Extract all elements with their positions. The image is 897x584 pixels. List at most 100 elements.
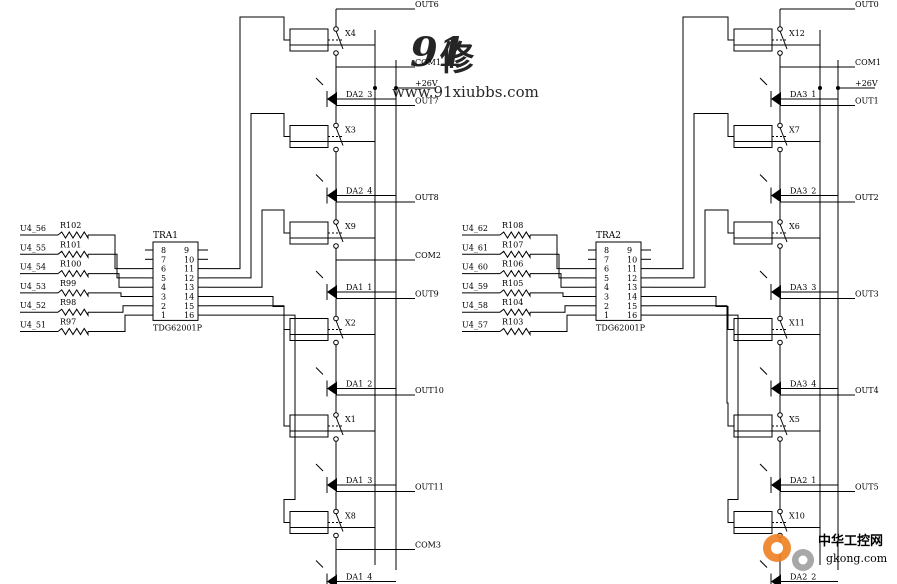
diode-symbol — [327, 285, 337, 299]
chip-pin-left: 2 — [604, 302, 609, 311]
resistor-symbol — [499, 231, 531, 240]
diode-light — [759, 77, 768, 86]
chip-pin-right: 16 — [184, 311, 194, 320]
output-label: OUT1 — [855, 97, 879, 106]
relay-label: X1 — [345, 415, 356, 424]
contact-terminal — [333, 436, 339, 442]
relay-coil — [733, 414, 773, 438]
coil-drive-route — [651, 16, 734, 270]
chip-pin-left: 2 — [161, 302, 166, 311]
input-net-label: U4_56 — [20, 224, 46, 233]
diode-label: DA3_1 — [790, 90, 816, 99]
output-label: OUT6 — [415, 0, 439, 9]
watermark-logo: 91 修 www.91xiubbs.com — [392, 29, 539, 101]
coil-drive-route — [651, 296, 734, 330]
relay-coil — [289, 318, 329, 341]
contact-terminal — [777, 508, 783, 515]
diode-symbol — [327, 188, 337, 203]
coil-drive-route — [208, 296, 290, 330]
contact-terminal — [333, 219, 339, 225]
supply-label: +26V — [855, 79, 878, 88]
diode-symbol — [771, 92, 781, 106]
relay-coil — [289, 414, 329, 438]
chip-pin-right: 10 — [627, 255, 637, 264]
chip-pin-right: 11 — [627, 265, 637, 274]
contact-blade — [335, 416, 344, 436]
contact-terminal — [777, 315, 783, 322]
contact-terminal — [333, 50, 339, 56]
diode-symbol — [327, 478, 337, 492]
input-route — [530, 314, 588, 332]
relay-label: X4 — [345, 29, 356, 38]
contact-blade — [335, 127, 344, 146]
contact-terminal — [333, 146, 339, 153]
contact-blade — [779, 320, 788, 339]
chip-pin-left: 6 — [161, 265, 166, 274]
coil-drive-route — [651, 113, 734, 279]
input-net-label: U4_51 — [20, 321, 46, 330]
diode-light — [759, 270, 768, 279]
output-label: OUT5 — [855, 483, 879, 492]
diode-light — [315, 270, 324, 279]
resistor-label: R99 — [60, 279, 76, 288]
input-route — [88, 253, 145, 279]
chip-pin-right: 15 — [184, 302, 194, 311]
diode-symbol — [771, 478, 781, 492]
junction-dot — [818, 86, 822, 90]
contact-blade — [335, 223, 344, 243]
coil-drive-route — [208, 16, 290, 270]
contact-blade — [335, 30, 344, 50]
gear-icon — [763, 534, 814, 571]
relay-coil — [733, 221, 773, 245]
input-route — [530, 273, 588, 288]
coil-drive-route — [208, 305, 290, 427]
diode-label: DA1_3 — [346, 476, 372, 485]
contact-blade — [779, 416, 788, 436]
chip-pin-right: 11 — [184, 265, 194, 274]
resistor-label: R105 — [502, 279, 523, 288]
resistor-symbol — [57, 250, 89, 260]
resistor-symbol — [499, 327, 531, 337]
chip-pin-left: 7 — [604, 255, 609, 264]
relay-label: X10 — [789, 512, 805, 521]
relay-label: X3 — [345, 126, 356, 135]
contact-blade — [335, 320, 344, 339]
resistor-symbol — [57, 288, 89, 298]
relay-coil — [733, 511, 773, 534]
relay-coil — [289, 221, 329, 245]
gkong-logo: 中华工控网 gkong.com — [763, 533, 888, 571]
diode-symbol — [771, 574, 781, 584]
input-net-label: U4_54 — [20, 263, 46, 272]
input-net-label: U4_57 — [462, 321, 488, 330]
watermark-logo-number: 91 — [410, 29, 466, 76]
com-label: COM1 — [415, 58, 441, 67]
input-route — [530, 292, 588, 297]
resistor-symbol — [499, 269, 531, 279]
watermark-logo-char: 修 — [439, 39, 475, 79]
output-label: OUT0 — [855, 0, 879, 9]
input-net-label: U4_52 — [20, 301, 46, 310]
contact-terminal — [777, 146, 783, 153]
resistor-label: R98 — [60, 298, 76, 307]
resistor-label: R107 — [502, 240, 523, 249]
diode-label: DA1_1 — [346, 283, 372, 292]
contact-terminal — [777, 339, 783, 346]
relay-label: X11 — [789, 319, 805, 328]
com-label: COM1 — [855, 58, 881, 67]
chip-pin-left: 1 — [604, 311, 609, 320]
chip-pin-right: 12 — [184, 274, 194, 283]
chip-pin-left: 1 — [161, 311, 166, 320]
diode-label: DA1_4 — [346, 573, 372, 582]
chip-pin-left: 4 — [161, 283, 166, 292]
chip-pin-left: 5 — [161, 274, 166, 283]
relay-label: X5 — [789, 415, 800, 424]
resistor-label: R97 — [60, 318, 76, 327]
input-route — [530, 253, 588, 279]
resistor-symbol — [57, 327, 89, 337]
chip-pin-left: 8 — [161, 246, 166, 255]
diode-label: DA3_4 — [790, 380, 816, 389]
resistor-label: R103 — [502, 318, 523, 327]
resistor-label: R108 — [502, 221, 523, 230]
input-route — [88, 292, 145, 297]
